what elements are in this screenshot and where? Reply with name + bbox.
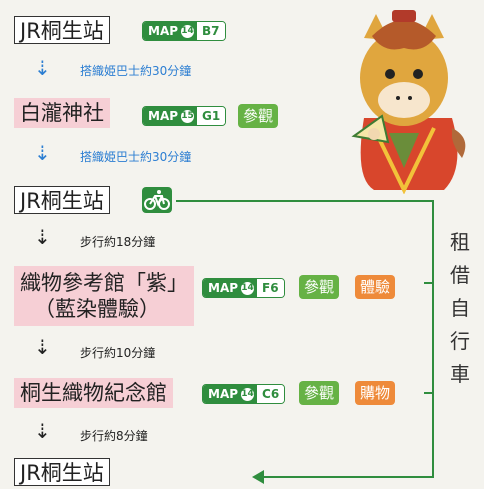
arrow-left-icon: [252, 470, 264, 484]
rental-line-right: [432, 200, 434, 478]
tag-visit: 參觀: [299, 275, 340, 299]
rental-line-top: [176, 200, 434, 202]
map-badge-3: MAP 14 F6: [202, 278, 285, 298]
place-shirataki-shrine: 白瀧神社: [14, 98, 110, 128]
rental-char: 車: [450, 362, 470, 386]
map-number: 14: [241, 387, 255, 401]
tag-visit: 參觀: [299, 381, 340, 405]
rental-bicycle-label: 租 借 自 行 車: [448, 226, 472, 391]
map-label: MAP: [143, 22, 182, 40]
rental-char: 借: [450, 263, 470, 287]
rental-line-bottom: [262, 476, 434, 478]
map-badge-4: MAP 14 C6: [202, 384, 286, 404]
step-bus-1: 搭織姫巴士約30分鐘: [80, 64, 192, 78]
map-label: MAP: [203, 385, 242, 403]
mascot-illustration: [334, 8, 474, 195]
tag-shopping: 購物: [355, 381, 396, 405]
connector-place3: [424, 392, 434, 394]
down-arrow-icon: ⇣: [34, 419, 51, 443]
map-badge-2: MAP 15 G1: [142, 106, 227, 126]
down-arrow-icon: ⇣: [34, 335, 51, 359]
step-walk-3: 步行約8分鐘: [80, 429, 148, 443]
map-badge-1: MAP 14 B7: [142, 21, 226, 41]
down-arrow-icon: ⇣: [34, 225, 51, 249]
place-name-line2: （藍染體驗）: [34, 297, 160, 321]
map-grid: G1: [197, 107, 226, 125]
place-orimono-kinenkan: 桐生織物紀念館: [14, 378, 173, 408]
map-number: 14: [181, 24, 195, 38]
step-bus-2: 搭織姫巴士約30分鐘: [80, 150, 192, 164]
tag-experience: 體驗: [355, 275, 396, 299]
map-number: 14: [241, 281, 255, 295]
map-grid: C6: [257, 385, 285, 403]
rental-char: 行: [450, 329, 470, 353]
place-orimono-sankokan: 織物參考館「紫」 （藍染體驗）: [14, 266, 194, 326]
map-label: MAP: [203, 279, 242, 297]
step-walk-1: 步行約18分鐘: [80, 235, 156, 249]
station-jr-kiryu-1: JR桐生站: [14, 16, 110, 44]
tag-visit: 參觀: [238, 104, 279, 128]
station-jr-kiryu-3: JR桐生站: [14, 458, 110, 486]
down-arrow-icon: ⇣: [34, 56, 51, 80]
rental-char: 租: [450, 230, 470, 254]
station-jr-kiryu-2: JR桐生站: [14, 186, 110, 214]
map-number: 15: [181, 109, 195, 123]
map-grid: F6: [257, 279, 284, 297]
connector-place2: [424, 282, 434, 284]
step-walk-2: 步行約10分鐘: [80, 346, 156, 360]
map-grid: B7: [197, 22, 225, 40]
rental-char: 自: [450, 296, 470, 320]
place-name-line1: 織物參考館「紫」: [20, 271, 188, 295]
down-arrow-icon: ⇣: [34, 141, 51, 165]
map-label: MAP: [143, 107, 182, 125]
bicycle-icon: [142, 187, 172, 213]
